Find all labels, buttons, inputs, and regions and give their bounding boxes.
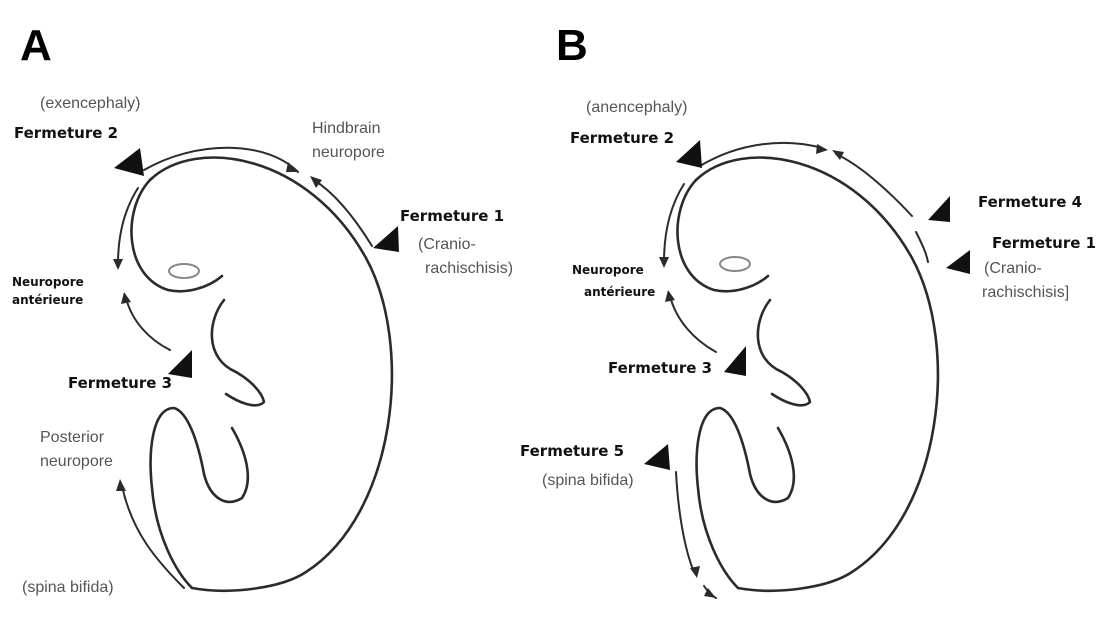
label-hindbrain-2: neuropore [312, 144, 385, 161]
label-hindbrain-1: Hindbrain [312, 120, 380, 137]
label-posterior-2: neuropore [40, 453, 113, 470]
arrowhead [286, 162, 298, 172]
label-spina-bifida: (spina bifida) [22, 579, 114, 596]
arrowhead [116, 479, 126, 491]
label-anencephaly: (anencephaly) [586, 99, 687, 116]
panel-a: A (exencephaly) Fermeture 2 Hi [12, 21, 513, 596]
label-closure-3: Fermeture 3 [608, 359, 712, 377]
arrowhead [665, 290, 675, 302]
label-closure-2: Fermeture 2 [570, 129, 674, 147]
label-anterior-neuropore-2: antérieure [584, 285, 655, 299]
label-closure-2: Fermeture 2 [14, 124, 118, 142]
label-spina-bifida: (spina bifida) [542, 472, 634, 489]
closure-2-marker [114, 148, 144, 176]
label-closure-1: Fermeture 1 [400, 207, 504, 225]
label-cranio-2: rachischisis] [982, 284, 1069, 301]
closure-3-marker [724, 346, 746, 376]
arrowhead [659, 257, 669, 268]
arrowhead [113, 259, 123, 270]
label-anterior-neuropore-1: Neuropore [12, 275, 84, 289]
panel-b: B [520, 21, 1096, 598]
closure-2-marker [676, 140, 702, 168]
arrowhead [816, 144, 828, 154]
label-closure-3: Fermeture 3 [68, 374, 172, 392]
optic-vesicle [720, 257, 750, 271]
label-cranio-1: (Cranio- [418, 236, 476, 253]
closure-4-marker [928, 196, 950, 222]
label-closure-5: Fermeture 5 [520, 442, 624, 460]
arrowhead [310, 176, 322, 188]
arrowhead [690, 566, 700, 578]
closure-1-marker [946, 250, 970, 274]
label-cranio-2: rachischisis) [425, 260, 513, 277]
embryo-outline [677, 158, 937, 591]
panel-letter-b: B [556, 21, 588, 70]
label-posterior-1: Posterior [40, 429, 105, 446]
panel-letter-a: A [20, 21, 52, 70]
label-cranio-1: (Cranio- [984, 260, 1042, 277]
label-exencephaly: (exencephaly) [40, 95, 141, 112]
label-closure-4: Fermeture 4 [978, 193, 1082, 211]
closure-5-marker [644, 444, 670, 470]
label-anterior-neuropore-1: Neuropore [572, 263, 644, 277]
arrowhead [832, 150, 844, 160]
optic-vesicle [169, 264, 199, 278]
closure-1-marker [373, 226, 399, 252]
label-closure-1: Fermeture 1 [992, 234, 1096, 252]
label-anterior-neuropore-2: antérieure [12, 293, 83, 307]
arrowhead [121, 292, 131, 304]
